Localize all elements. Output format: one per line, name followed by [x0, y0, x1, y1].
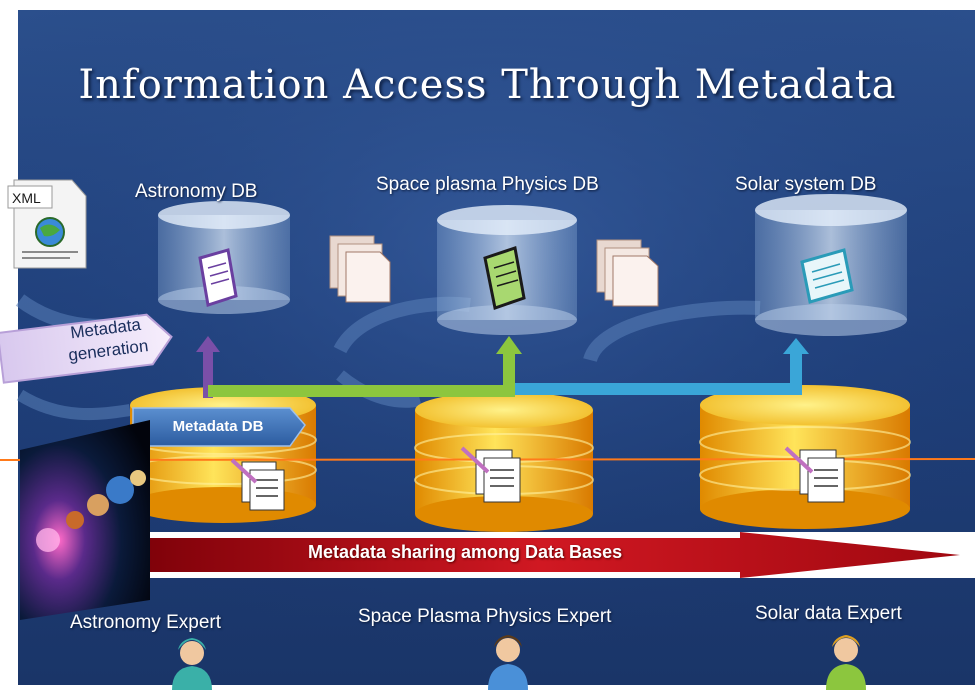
solar-system-document-icon	[800, 248, 854, 304]
space-planets-image	[20, 420, 150, 620]
document-pencil-icon-2	[460, 446, 521, 503]
space-plasma-document-icon	[483, 246, 526, 310]
document-pencil-icon-1	[230, 458, 285, 511]
sharing-arrow	[120, 532, 960, 578]
solar-system-db-label: Solar system DB	[735, 174, 877, 195]
metadata-generation-box	[0, 313, 173, 384]
diagram-title: Information Access Through Metadata	[78, 62, 897, 108]
xml-file-icon	[7, 179, 87, 269]
space-plasma-expert-icon	[488, 635, 528, 690]
metadata-links	[196, 336, 809, 398]
astronomy-document-icon	[198, 248, 238, 307]
xml-label: XML	[12, 190, 41, 206]
astronomy-db-label: Astronomy DB	[135, 181, 258, 202]
files-icon-right	[596, 239, 659, 307]
space-plasma-db-label: Space plasma Physics DB	[376, 174, 599, 195]
files-icon-left	[329, 235, 391, 303]
astronomy-expert-label: Astronomy Expert	[70, 612, 221, 633]
metadata-db-label: Metadata DB	[172, 418, 264, 435]
solar-data-expert-icon	[826, 635, 866, 690]
solar-data-expert-label: Solar data Expert	[755, 603, 902, 624]
space-plasma-expert-label: Space Plasma Physics Expert	[358, 606, 612, 627]
document-pencil-icon-3	[784, 446, 845, 503]
astronomy-expert-icon	[172, 638, 212, 690]
sharing-arrow-label: Metadata sharing among Data Bases	[308, 542, 623, 562]
